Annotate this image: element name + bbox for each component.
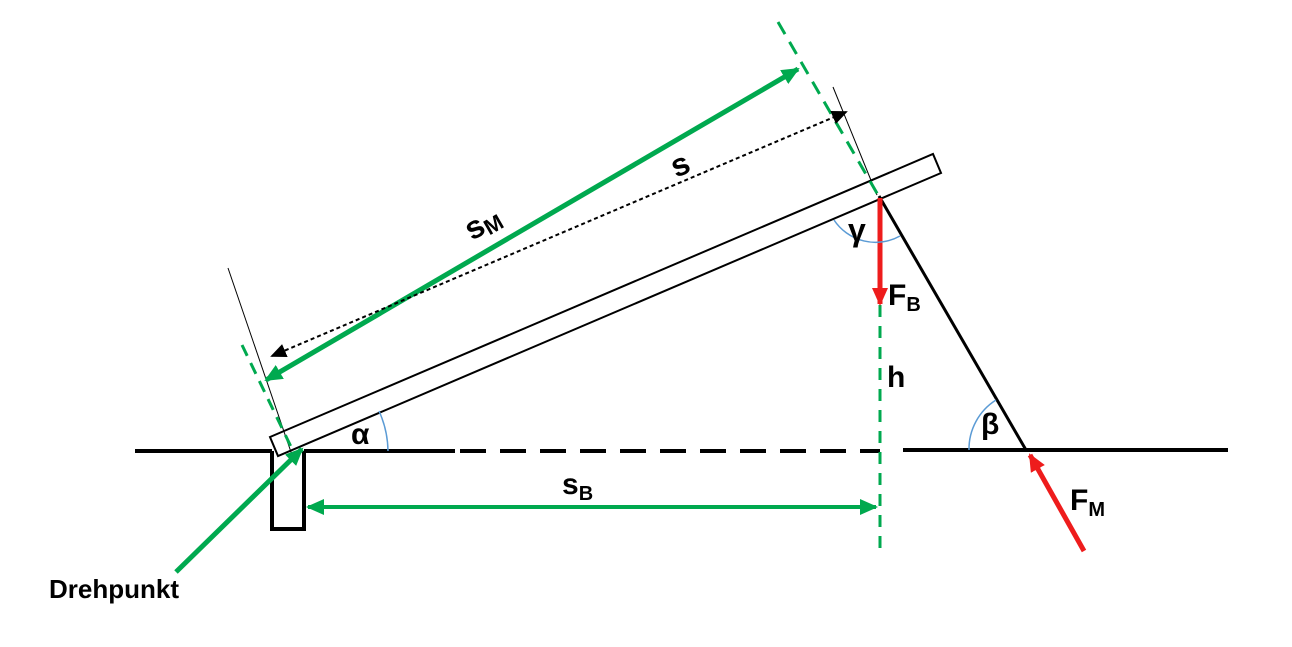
support-strut (877, 195, 1028, 451)
reference-line-right (832, 86, 878, 196)
label-pivot: Drehpunkt (49, 574, 179, 604)
label-beta: β (981, 408, 999, 441)
label-f-m: FM (1070, 484, 1105, 521)
label-gamma: γ (848, 212, 866, 248)
angle-gamma-arc (833, 219, 901, 244)
pivot-socket (270, 451, 306, 531)
green-dashed-left (240, 344, 296, 454)
angle-alpha-arc (378, 410, 389, 452)
label-h: h (887, 361, 905, 394)
label-s-b: sB (562, 468, 593, 505)
label-s: s (665, 144, 695, 184)
green-dashed-right (776, 21, 880, 196)
label-f-b: FB (888, 279, 921, 316)
beam (268, 152, 943, 458)
label-alpha: α (351, 418, 370, 451)
angle-beta-arc (968, 399, 997, 451)
pivot-pointer-arrow (174, 447, 304, 574)
force-f-m-arrow (1027, 453, 1087, 553)
s-arrow (270, 111, 848, 357)
